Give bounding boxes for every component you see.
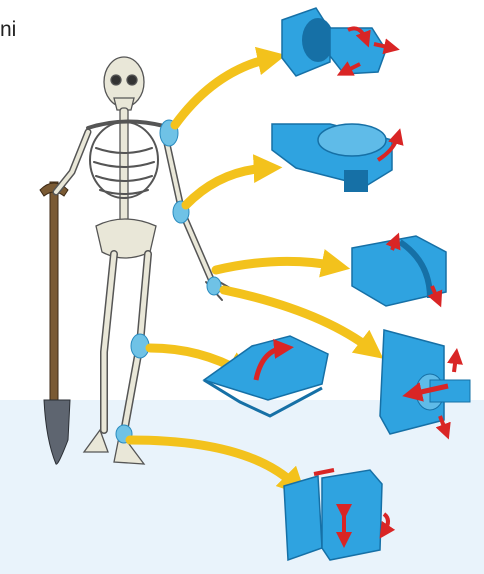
ball-and-socket-joint-icon [282,8,392,76]
plane-joint-icon [204,336,328,416]
hinge-joint-icon [352,236,446,306]
shovel [40,182,70,464]
saddle-joint-icon [272,124,398,192]
pivot-joint-icon [380,330,470,434]
sliding-joint-icon [284,470,388,560]
